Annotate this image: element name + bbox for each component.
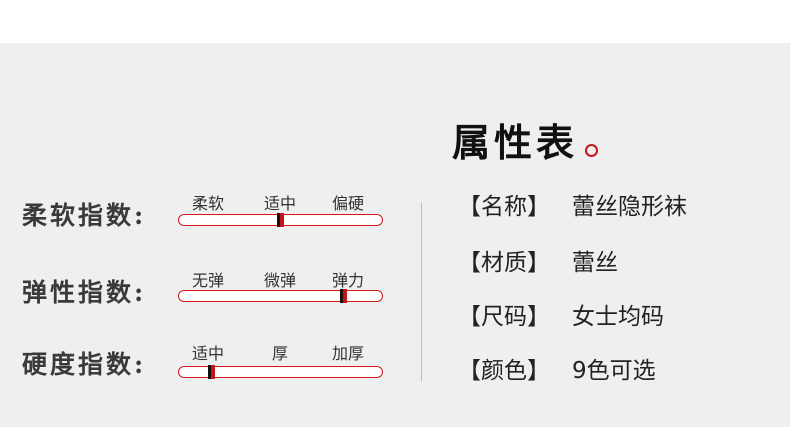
attr-key-size: 【尺码】 — [458, 304, 550, 330]
thickness-index-bar — [178, 364, 383, 379]
elasticity-index-marker — [340, 288, 347, 303]
softness-tick-left: 柔软 — [192, 194, 225, 213]
attr-value-color: 9色可选 — [572, 358, 656, 384]
attr-value-name: 蕾丝隐形袜 — [572, 194, 687, 220]
thickness-tick-middle: 厚 — [272, 344, 289, 363]
softness-tick-middle: 适中 — [264, 194, 297, 213]
softness-index-label: 柔软指数: — [22, 201, 147, 230]
attributes-title: 属性表 — [452, 120, 579, 165]
softness-index-bar — [178, 212, 383, 227]
elasticity-tick-left: 无弹 — [192, 271, 225, 290]
content-panel — [0, 43, 790, 427]
elasticity-index-label: 弹性指数: — [22, 278, 147, 307]
elasticity-tick-right: 弹力 — [332, 271, 365, 290]
attr-value-material: 蕾丝 — [572, 250, 618, 276]
attr-key-color: 【颜色】 — [458, 358, 550, 384]
attr-key-name: 【名称】 — [458, 194, 550, 220]
attr-key-material: 【材质】 — [458, 250, 550, 276]
softness-index-marker — [277, 212, 284, 227]
thickness-index-label: 硬度指数: — [22, 350, 147, 379]
thickness-tick-right: 加厚 — [332, 344, 365, 363]
vertical-divider — [421, 203, 422, 381]
title-dot-icon — [585, 144, 598, 157]
attr-value-size: 女士均码 — [572, 304, 664, 330]
thickness-index-marker — [208, 364, 215, 379]
softness-tick-right: 偏硬 — [332, 194, 365, 213]
elasticity-index-bar — [178, 288, 383, 303]
thickness-tick-left: 适中 — [192, 344, 225, 363]
elasticity-tick-middle: 微弹 — [264, 271, 297, 290]
